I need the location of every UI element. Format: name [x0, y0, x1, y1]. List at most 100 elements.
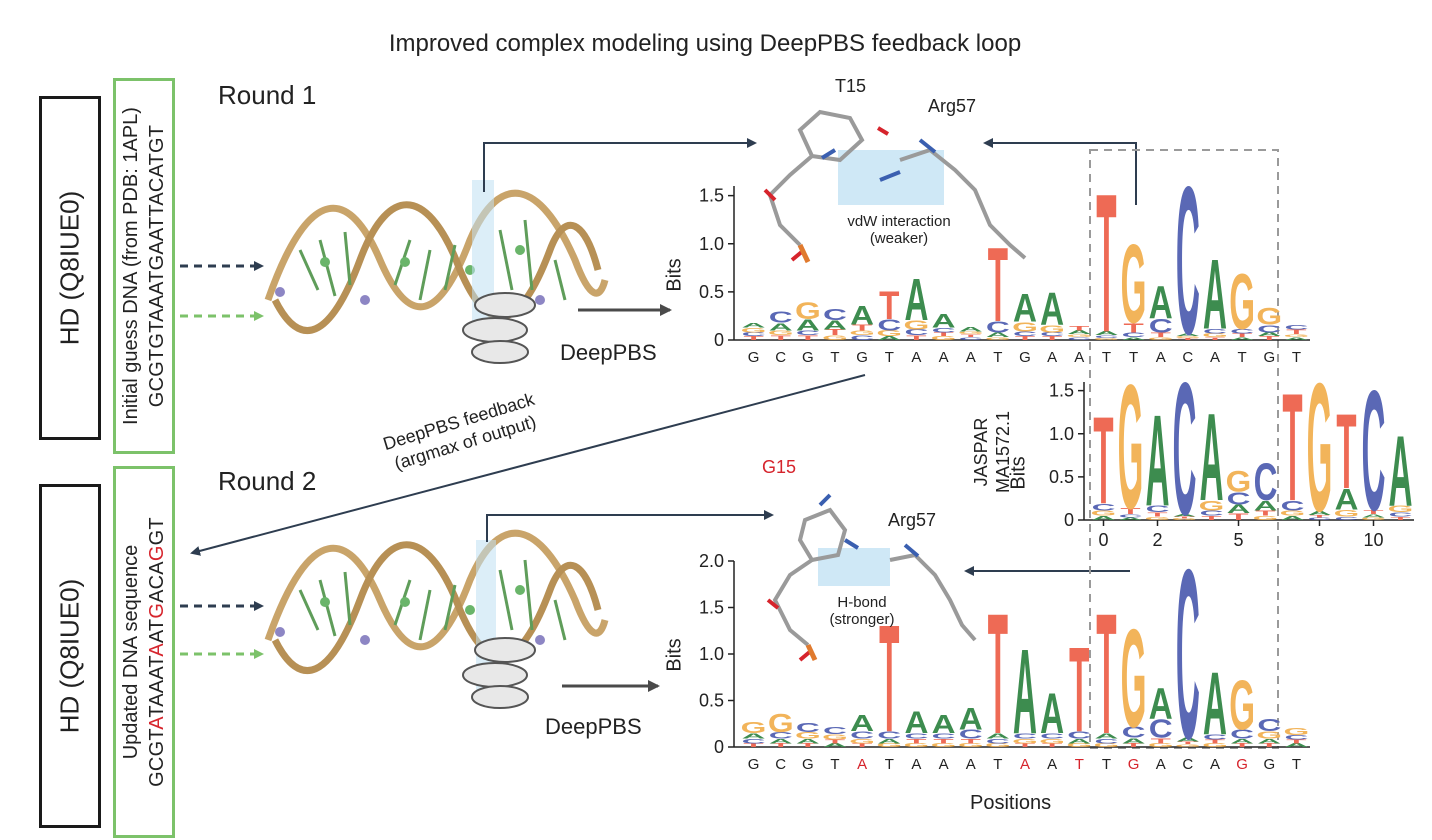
logo-letter-T: T — [1093, 393, 1113, 531]
logo-letter-T: T — [961, 738, 982, 745]
logo-letter-T: T — [1282, 361, 1302, 534]
logo-letter-A: A — [1227, 503, 1251, 516]
logo-letter-C: C — [1092, 502, 1116, 513]
logo-letter-A: A — [1335, 483, 1359, 516]
logo-letter-A: A — [823, 318, 847, 333]
interaction-structure-round-2 — [766, 493, 977, 662]
logo-letter-C: C — [1308, 517, 1332, 521]
logo-letter-C: C — [959, 337, 983, 341]
logo-letter-A: A — [1203, 239, 1227, 350]
ylabel-wrap: Bits — [660, 600, 690, 710]
logo-letter-A: A — [1200, 389, 1224, 527]
logo-letter-C: C — [1013, 330, 1037, 337]
logo-letter-G: G — [1280, 509, 1306, 517]
x-tick-label: A — [1047, 349, 1057, 366]
logo-letter-C: C — [1122, 725, 1146, 742]
logo-letter-T: T — [1232, 332, 1253, 338]
dna-helix-structure — [264, 529, 609, 709]
x-tick-label: 5 — [1233, 530, 1243, 550]
logo-letter-C: C — [742, 738, 766, 745]
logo-letter-G: G — [1361, 517, 1387, 521]
logo-letter-G: G — [1229, 665, 1255, 744]
logo-letter-T: T — [988, 579, 1008, 771]
logo-letter-A: A — [1257, 331, 1281, 337]
ylabel-round-2: Bits — [663, 638, 686, 672]
logo-letter-A: A — [1257, 738, 1281, 745]
logo-letter-C: C — [796, 721, 820, 735]
logo-letter-A: A — [1040, 682, 1064, 746]
logo-chart-round-2: 00.51.01.52.0TCAGGTACGCTAGCGATGCTTGCAAGA… — [699, 519, 1310, 790]
logo-letter-T: T — [1123, 743, 1144, 749]
logo-letter-C: C — [1257, 715, 1281, 735]
x-tick-label: G — [1019, 349, 1031, 366]
logo-letter-A: A — [1149, 277, 1173, 329]
x-tick-label: 2 — [1152, 530, 1162, 550]
y-tick-label: 0.5 — [699, 691, 724, 711]
logo-letter-C: C — [1203, 733, 1227, 742]
logo-letter-A: A — [904, 267, 928, 334]
logo-letter-T: T — [988, 225, 1008, 344]
logo-letter-G: G — [876, 743, 902, 749]
x-tick-label: G — [802, 756, 814, 773]
logo-letter-A: A — [1203, 654, 1227, 753]
logo-letter-G: G — [1202, 743, 1228, 749]
ylabel-wrap: Bits — [660, 220, 690, 330]
logo-letter-C: C — [1176, 519, 1200, 789]
y-tick-label: 0 — [714, 330, 724, 350]
logo-letter-G: G — [1334, 508, 1360, 519]
logo-letter-T: T — [1286, 328, 1307, 335]
logo-letter-T: T — [852, 323, 873, 332]
logo-letter-C: C — [769, 731, 793, 741]
logo-letter-C: C — [986, 318, 1010, 336]
logo-letter-A: A — [1013, 624, 1037, 759]
logo-letter-A: A — [1146, 389, 1170, 534]
x-tick-label: A — [939, 756, 949, 773]
logo-letter-A: A — [959, 326, 983, 333]
x-tick-label: T — [1129, 349, 1138, 366]
logo-letter-A: A — [850, 302, 874, 331]
logo-letter-A: A — [1284, 743, 1308, 749]
x-tick-label: G — [802, 349, 814, 366]
logo-letter-A: A — [1094, 331, 1118, 337]
logo-letter-G: G — [904, 318, 930, 333]
x-tick-label: A — [911, 756, 921, 773]
x-tick-label: C — [775, 349, 786, 366]
logo-letter-T: T — [1201, 515, 1222, 521]
logo-letter-G: G — [822, 733, 848, 742]
logo-letter-C: C — [1173, 343, 1197, 555]
logo-letter-C: C — [986, 738, 1010, 745]
x-tick-label: T — [1075, 756, 1084, 773]
logo-letter-T: T — [1042, 743, 1063, 749]
logo-letter-C: C — [1335, 516, 1359, 521]
logo-letter-C: C — [1067, 337, 1091, 341]
logo-letter-T: T — [1147, 512, 1168, 518]
logo-letter-G: G — [822, 334, 848, 341]
logo-letter-C: C — [1094, 738, 1118, 745]
x-tick-label: T — [1292, 349, 1301, 366]
protein-box-round-2: HD (Q8IUE0) — [39, 484, 101, 828]
x-tick-label: 0 — [1098, 530, 1108, 550]
logo-letter-G: G — [1148, 743, 1174, 749]
x-tick-label: A — [966, 756, 976, 773]
ylabel-round-1: Bits — [663, 258, 686, 292]
logo-letter-G: G — [1172, 518, 1198, 521]
logo-letter-A: A — [904, 705, 928, 740]
logo-letter-A: A — [877, 335, 901, 341]
logo-letter-G: G — [876, 329, 902, 338]
logo-letter-A: A — [986, 331, 1010, 338]
zoom-connector-arrow — [486, 510, 774, 542]
x-tick-label: T — [993, 349, 1002, 366]
x-tick-label: T — [1292, 756, 1301, 773]
logo-letter-C: C — [877, 730, 901, 741]
logo-letter-G: G — [1148, 337, 1174, 341]
logo-letter-G: G — [741, 720, 767, 737]
dna-box-round-2: Updated DNA sequence GCGTATAAATAATGACAGG… — [113, 466, 175, 838]
logo-letter-A: A — [1067, 330, 1091, 336]
logo-letter-A: A — [1284, 337, 1308, 341]
logo-letter-C: C — [1200, 509, 1224, 517]
logo-letter-C: C — [1389, 512, 1413, 518]
logo-letter-T: T — [1123, 321, 1144, 336]
logo-letter-T: T — [1286, 739, 1307, 745]
logo-letter-G: G — [1175, 336, 1201, 339]
logo-letter-G: G — [1226, 465, 1252, 498]
